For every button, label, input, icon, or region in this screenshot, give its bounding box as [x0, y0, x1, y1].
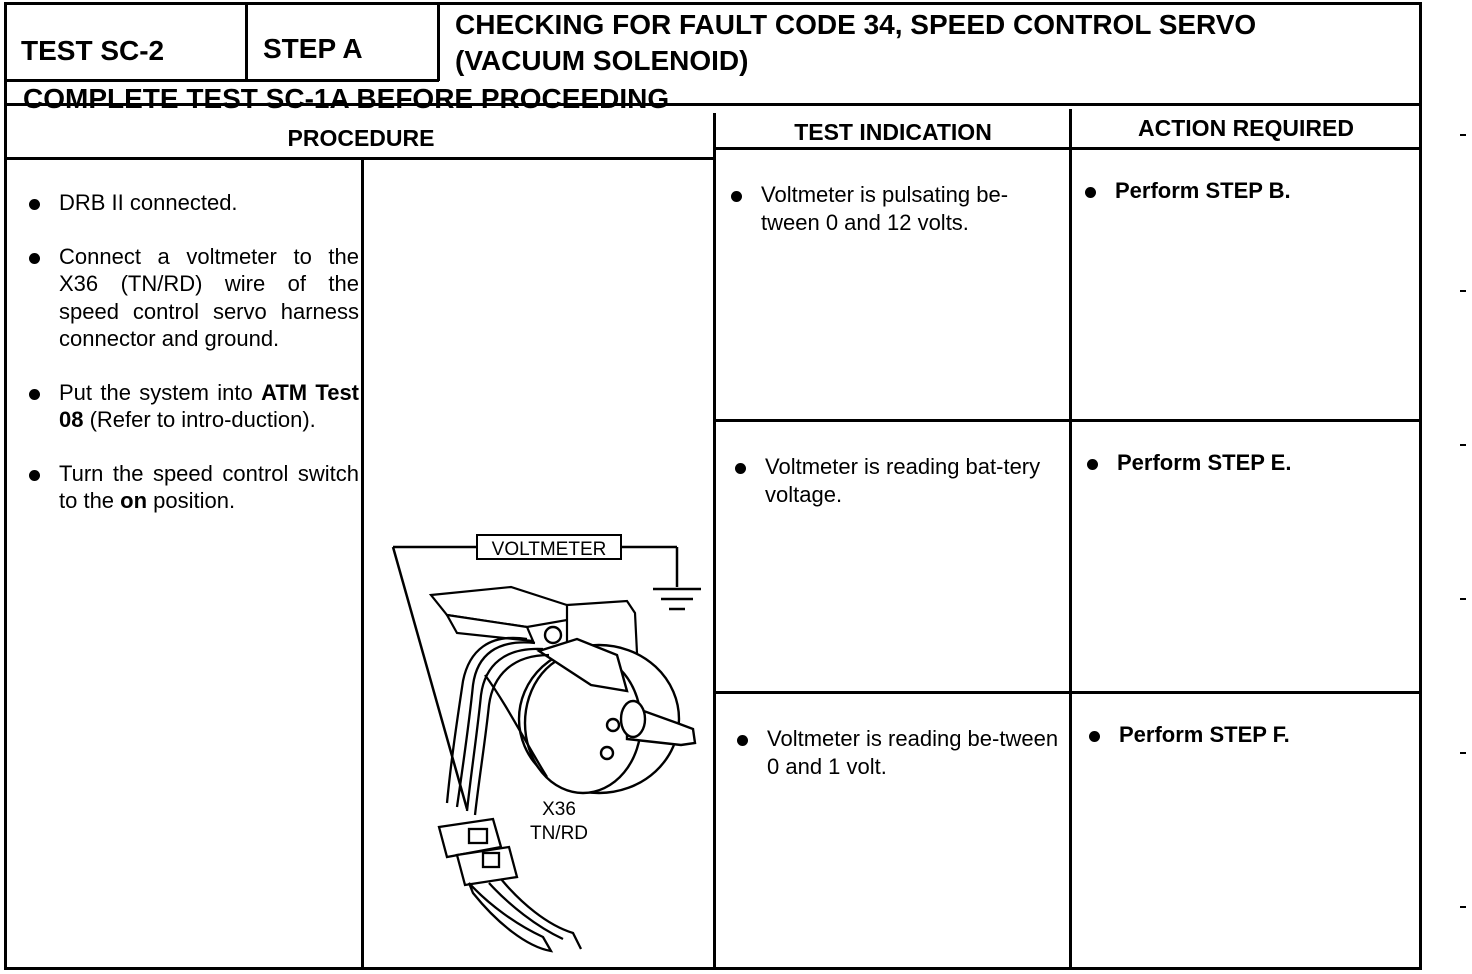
bullet-icon: [1087, 459, 1098, 470]
procedure-step-4-prefix: Turn the speed control switch to the: [59, 460, 359, 514]
bullet-icon: [737, 735, 748, 746]
action-row-1: Perform STEP B.: [1081, 177, 1435, 205]
speed-control-servo: [517, 625, 697, 795]
action-row-1-text: Perform STEP B.: [1115, 178, 1291, 203]
procedure-step-4-emphasis: on: [120, 488, 148, 513]
procedure-step-2-text: Connect a voltmeter to the X36 (TN/RD) w…: [59, 243, 359, 352]
column-header-test-indication: TEST INDICATION: [794, 119, 992, 145]
action-row-2-text: Perform STEP E.: [1117, 450, 1292, 475]
prerequisite-bottom-line: [7, 103, 1419, 106]
procedure-inner-divider: [361, 159, 364, 969]
bullet-icon: [29, 388, 40, 400]
test-step-divider: [245, 5, 248, 81]
column-header-bottom-line-right: [715, 147, 1419, 150]
test-procedure-sheet: TEST SC-2 STEP A CHECKING FOR FAULT CODE…: [4, 2, 1422, 970]
procedure-step-4: Turn the speed control switch to the on …: [23, 460, 359, 515]
row-divider-1: [715, 419, 1419, 422]
wire-color-label: TN/RD: [530, 823, 588, 844]
servo-wire-harness: [445, 636, 550, 816]
bullet-icon: [731, 191, 742, 202]
procedure-step-1-text: DRB II connected.: [59, 190, 238, 215]
bullet-icon: [29, 252, 40, 264]
procedure-step-3: Put the system into ATM Test 08 (Refer t…: [23, 379, 359, 434]
bullet-icon: [29, 469, 40, 481]
procedure-step-1: DRB II connected.: [23, 189, 359, 217]
procedure-step-3-suffix: (Refer to intro-duction).: [83, 407, 316, 432]
servo-connector-illustration: VOLTMETER: [391, 534, 701, 953]
test-id: TEST SC-2: [21, 35, 165, 66]
indication-row-3: Voltmeter is reading be-tween 0 and 1 vo…: [733, 725, 1067, 781]
header-row-divider: [7, 79, 439, 82]
indication-row-2: Voltmeter is reading bat-tery voltage.: [731, 453, 1065, 509]
procedure-step-3-prefix: Put the system into: [59, 379, 262, 405]
voltmeter-label: VOLTMETER: [492, 539, 607, 560]
procedure-step-3-emphasis: ATM Test 08: [59, 379, 360, 433]
indication-row-3-text: Voltmeter is reading be-tween 0 and 1 vo…: [767, 726, 1059, 779]
procedure-steps: DRB II connected. Connect a voltmeter to…: [23, 189, 359, 541]
column-header-action-required: ACTION REQUIRED: [1138, 115, 1354, 141]
test-title-line2: (VACUUM SOLENOID): [455, 45, 749, 76]
bullet-icon: [735, 463, 746, 474]
bullet-icon: [1085, 187, 1096, 198]
row-divider-2: [715, 691, 1419, 694]
prerequisite-note: COMPLETE TEST SC-1A BEFORE PROCEEDING: [23, 83, 670, 114]
column-header-procedure: PROCEDURE: [287, 125, 435, 151]
indication-action-divider: [1069, 109, 1072, 969]
indication-row-2-text: Voltmeter is reading bat-tery voltage.: [765, 454, 1041, 507]
step-id: STEP A: [263, 33, 363, 64]
action-row-3-text: Perform STEP F.: [1119, 722, 1290, 747]
procedure-indication-divider: [713, 113, 716, 969]
bullet-icon: [29, 199, 40, 210]
margin-tick: [1460, 134, 1466, 136]
margin-tick: [1460, 444, 1466, 446]
wire-code-label: X36: [542, 799, 576, 820]
margin-tick: [1460, 598, 1466, 600]
margin-tick: [1460, 906, 1466, 908]
step-title-divider: [437, 5, 440, 81]
action-row-3: Perform STEP F.: [1085, 721, 1439, 749]
margin-tick: [1460, 290, 1466, 292]
indication-row-1: Voltmeter is pulsating be-tween 0 and 12…: [727, 181, 1061, 237]
procedure-step-2: Connect a voltmeter to the X36 (TN/RD) w…: [23, 243, 359, 353]
procedure-step-4-suffix: position.: [147, 488, 236, 513]
harness-connector-icon: [437, 817, 583, 953]
ground-icon: [653, 587, 701, 611]
action-row-2: Perform STEP E.: [1083, 449, 1437, 477]
indication-row-1-text: Voltmeter is pulsating be-tween 0 and 12…: [761, 182, 1009, 235]
bullet-icon: [1089, 731, 1100, 742]
test-title-line1: CHECKING FOR FAULT CODE 34, SPEED CONTRO…: [455, 9, 1257, 40]
column-header-bottom-line: [7, 157, 715, 160]
margin-tick: [1460, 752, 1466, 754]
